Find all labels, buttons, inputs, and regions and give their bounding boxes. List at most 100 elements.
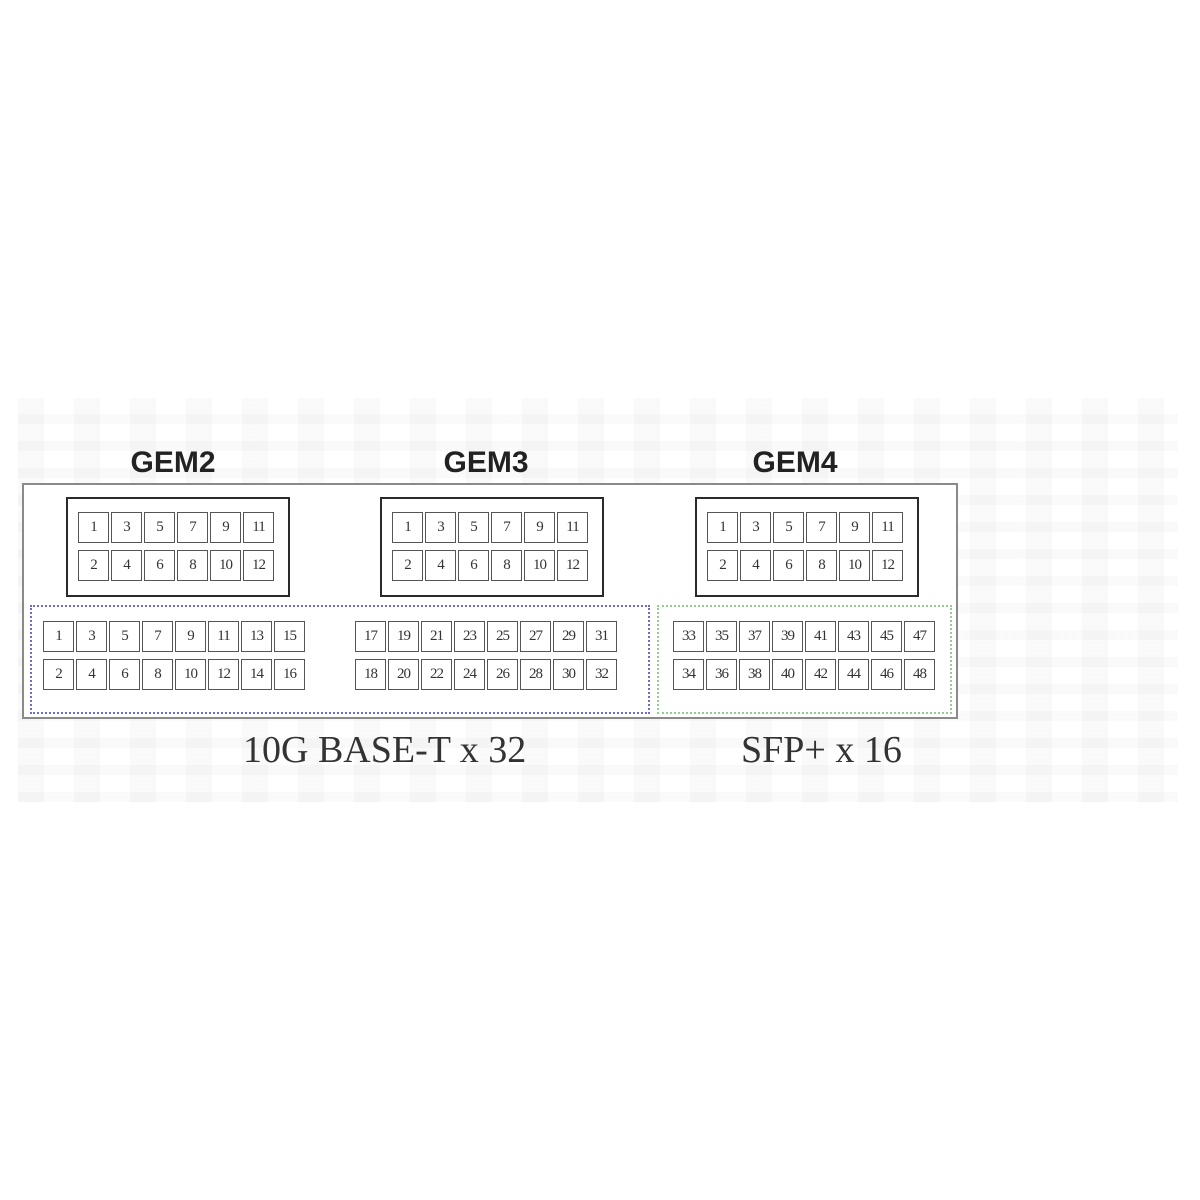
gem3-top-port-7: 7 bbox=[491, 512, 522, 543]
gem4-top-port-7: 7 bbox=[806, 512, 837, 543]
base-t-block1-bottom-port-10: 10 bbox=[175, 659, 206, 690]
base-t-block2-bottom-port-30: 30 bbox=[553, 659, 584, 690]
base-t-block1-top-port-7: 7 bbox=[142, 621, 173, 652]
gem3-top-port-5: 5 bbox=[458, 512, 489, 543]
base-t-block1-bottom-port-6: 6 bbox=[109, 659, 140, 690]
gem2-top-port-9: 9 bbox=[210, 512, 241, 543]
base-t-block1-bottom-port-14: 14 bbox=[241, 659, 272, 690]
gem4-title: GEM4 bbox=[752, 446, 838, 479]
base-t-block2-top-port-19: 19 bbox=[388, 621, 419, 652]
sfp-bottom-port-42: 42 bbox=[805, 659, 836, 690]
sfp-bottom-port-38: 38 bbox=[739, 659, 770, 690]
gem3-bottom-port-12: 12 bbox=[557, 550, 588, 581]
base-t-block2-top-port-27: 27 bbox=[520, 621, 551, 652]
gem2-bottom-port-4: 4 bbox=[111, 550, 142, 581]
gem2-bottom-port-10: 10 bbox=[210, 550, 241, 581]
base-t-block1-bottom-port-12: 12 bbox=[208, 659, 239, 690]
gem3-bottom-port-2: 2 bbox=[392, 550, 423, 581]
base-t-block1-top-port-11: 11 bbox=[208, 621, 239, 652]
sfp-bottom-port-44: 44 bbox=[838, 659, 869, 690]
gem2-bottom-port-6: 6 bbox=[144, 550, 175, 581]
base-t-caption: 10G BASE-T x 32 bbox=[243, 729, 527, 771]
base-t-block2-top-port-31: 31 bbox=[586, 621, 617, 652]
gem2-top-port-5: 5 bbox=[144, 512, 175, 543]
gem3-top-port-9: 9 bbox=[524, 512, 555, 543]
gem2-bottom-port-2: 2 bbox=[78, 550, 109, 581]
sfp-top-port-43: 43 bbox=[838, 621, 869, 652]
sfp-port-group bbox=[657, 605, 952, 714]
base-t-block2-top-port-21: 21 bbox=[421, 621, 452, 652]
base-t-block2-top-port-17: 17 bbox=[355, 621, 386, 652]
gem3-top-port-1: 1 bbox=[392, 512, 423, 543]
base-t-port-group bbox=[30, 605, 650, 714]
gem3-bottom-port-4: 4 bbox=[425, 550, 456, 581]
base-t-block2-top-port-23: 23 bbox=[454, 621, 485, 652]
gem4-bottom-port-4: 4 bbox=[740, 550, 771, 581]
base-t-block1-bottom-port-4: 4 bbox=[76, 659, 107, 690]
base-t-block2-bottom-port-24: 24 bbox=[454, 659, 485, 690]
base-t-block2-top-port-25: 25 bbox=[487, 621, 518, 652]
base-t-block1-top-port-3: 3 bbox=[76, 621, 107, 652]
sfp-top-port-45: 45 bbox=[871, 621, 902, 652]
sfp-caption: SFP+ x 16 bbox=[741, 729, 902, 771]
gem2-bottom-port-12: 12 bbox=[243, 550, 274, 581]
gem4-top-port-3: 3 bbox=[740, 512, 771, 543]
sfp-top-port-33: 33 bbox=[673, 621, 704, 652]
gem4-bottom-port-8: 8 bbox=[806, 550, 837, 581]
base-t-block1-top-port-1: 1 bbox=[43, 621, 74, 652]
sfp-bottom-port-48: 48 bbox=[904, 659, 935, 690]
gem4-bottom-port-12: 12 bbox=[872, 550, 903, 581]
base-t-block1-top-port-5: 5 bbox=[109, 621, 140, 652]
base-t-block1-top-port-13: 13 bbox=[241, 621, 272, 652]
gem3-top-port-3: 3 bbox=[425, 512, 456, 543]
gem4-top-port-5: 5 bbox=[773, 512, 804, 543]
gem2-top-port-3: 3 bbox=[111, 512, 142, 543]
base-t-block2-bottom-port-20: 20 bbox=[388, 659, 419, 690]
base-t-block2-bottom-port-22: 22 bbox=[421, 659, 452, 690]
sfp-top-port-37: 37 bbox=[739, 621, 770, 652]
gem3-title: GEM3 bbox=[443, 446, 529, 479]
gem2-bottom-port-8: 8 bbox=[177, 550, 208, 581]
base-t-block1-bottom-port-2: 2 bbox=[43, 659, 74, 690]
gem4-bottom-port-6: 6 bbox=[773, 550, 804, 581]
sfp-bottom-port-40: 40 bbox=[772, 659, 803, 690]
gem2-top-port-7: 7 bbox=[177, 512, 208, 543]
gem3-bottom-port-6: 6 bbox=[458, 550, 489, 581]
gem4-top-port-1: 1 bbox=[707, 512, 738, 543]
gem4-top-port-9: 9 bbox=[839, 512, 870, 543]
gem4-top-port-11: 11 bbox=[872, 512, 903, 543]
gem4-bottom-port-2: 2 bbox=[707, 550, 738, 581]
sfp-bottom-port-36: 36 bbox=[706, 659, 737, 690]
sfp-bottom-port-34: 34 bbox=[673, 659, 704, 690]
sfp-top-port-47: 47 bbox=[904, 621, 935, 652]
gem2-title: GEM2 bbox=[130, 446, 216, 479]
gem3-bottom-port-8: 8 bbox=[491, 550, 522, 581]
gem3-top-port-11: 11 bbox=[557, 512, 588, 543]
gem2-top-port-1: 1 bbox=[78, 512, 109, 543]
base-t-block2-bottom-port-32: 32 bbox=[586, 659, 617, 690]
base-t-block1-top-port-9: 9 bbox=[175, 621, 206, 652]
base-t-block2-bottom-port-28: 28 bbox=[520, 659, 551, 690]
gem4-bottom-port-10: 10 bbox=[839, 550, 870, 581]
sfp-top-port-35: 35 bbox=[706, 621, 737, 652]
base-t-block1-bottom-port-16: 16 bbox=[274, 659, 305, 690]
sfp-top-port-39: 39 bbox=[772, 621, 803, 652]
base-t-block1-top-port-15: 15 bbox=[274, 621, 305, 652]
base-t-block2-bottom-port-18: 18 bbox=[355, 659, 386, 690]
sfp-bottom-port-46: 46 bbox=[871, 659, 902, 690]
gem3-bottom-port-10: 10 bbox=[524, 550, 555, 581]
gem2-top-port-11: 11 bbox=[243, 512, 274, 543]
base-t-block2-bottom-port-26: 26 bbox=[487, 659, 518, 690]
